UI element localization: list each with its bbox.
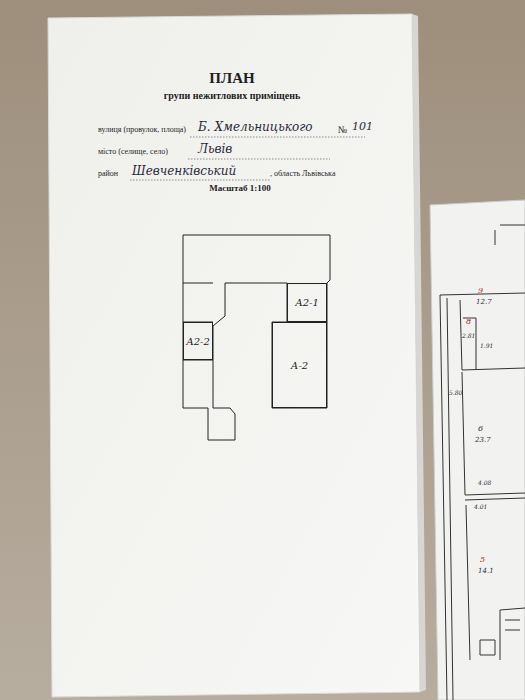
- dimension: 1.91: [480, 343, 493, 350]
- field-caption: вулиця (провулок, площа): [98, 126, 186, 135]
- room-area: 12.7: [476, 299, 492, 307]
- floor-plan: [183, 235, 330, 440]
- room-number: 6: [478, 425, 483, 434]
- paper-sheet: [48, 14, 420, 697]
- second-plan: [440, 225, 525, 700]
- dimension: 5.80: [449, 390, 462, 397]
- dimension: 4.01: [474, 504, 487, 511]
- field-lines: [130, 137, 365, 180]
- room-box: А-2: [272, 322, 327, 408]
- room-number: 5: [480, 556, 485, 565]
- field-caption: район: [98, 170, 118, 179]
- room-area: 23.7: [475, 437, 491, 445]
- document-title: ПЛАН: [209, 70, 254, 87]
- number-sign: №: [338, 124, 348, 135]
- room-box: А2-1: [287, 283, 327, 322]
- room-number: 9: [478, 287, 483, 296]
- field-caption: , область Львівська: [270, 170, 335, 179]
- handwritten-entry: 101: [352, 121, 373, 133]
- subtitle: групи нежитлових приміщень: [164, 90, 301, 101]
- handwritten-entry: Шевченківський: [132, 165, 236, 178]
- dimension: 2.81: [462, 333, 475, 340]
- handwritten-entry: Львів: [198, 143, 232, 156]
- second-sheet: [430, 200, 525, 700]
- page-edge: [412, 14, 426, 692]
- room-area: 14.1: [478, 568, 494, 576]
- room-box: А2-2: [183, 322, 213, 360]
- room-label: А2-2: [186, 336, 210, 347]
- handwritten-entry: Б. Хмельницького: [198, 121, 312, 134]
- room-label: А-2: [291, 360, 308, 371]
- field-caption: місто (селище, село): [98, 148, 168, 157]
- dimension: 4.08: [478, 480, 491, 487]
- scale-note: Масштаб 1:100: [209, 184, 270, 194]
- room-label: А2-1: [295, 297, 319, 308]
- room-number: 8: [466, 318, 471, 327]
